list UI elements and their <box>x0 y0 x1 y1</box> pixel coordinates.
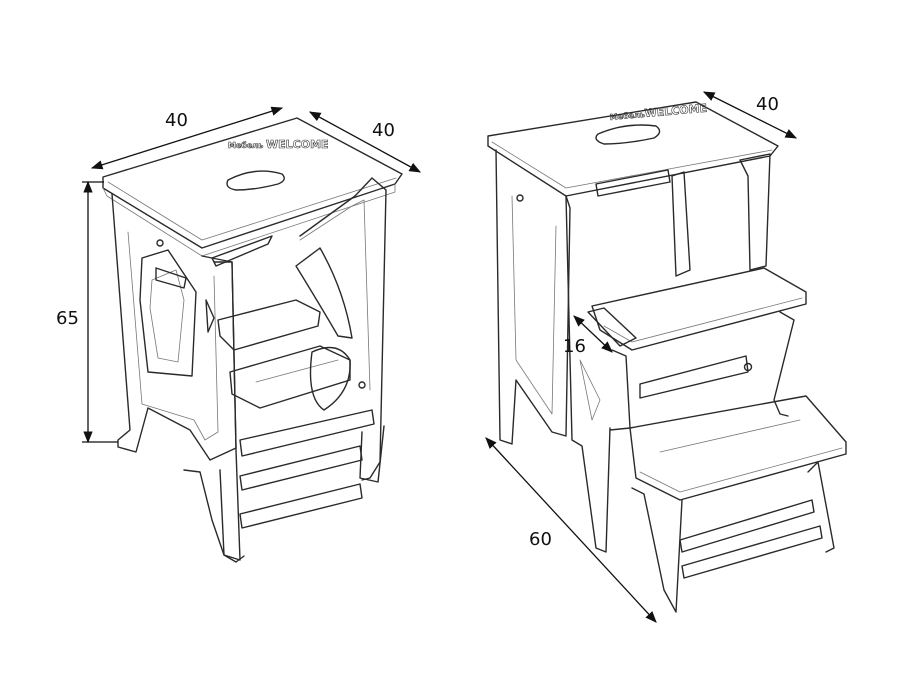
logo-right: Мебель WELCOME <box>609 101 708 122</box>
logo-prefix: Мебель <box>228 140 263 150</box>
dimension-ladder-step: 16 <box>563 315 613 357</box>
stool-depth-label: 40 <box>372 120 395 141</box>
ladder-depth-label: 40 <box>756 94 779 115</box>
logo-brand: WELCOME <box>644 102 707 120</box>
stool-drawing <box>102 117 403 563</box>
stool-width-label: 40 <box>165 110 188 131</box>
logo-prefix: Мебель <box>609 109 645 122</box>
dimension-stool-depth: 40 <box>308 111 422 173</box>
dimension-stool-width: 40 <box>90 106 284 170</box>
ladder-step-label: 16 <box>563 336 586 357</box>
dimension-ladder-length: 60 <box>485 437 657 623</box>
ladder-length-label: 60 <box>529 529 552 550</box>
stool-height-label: 65 <box>56 308 79 329</box>
dimension-ladder-depth: 40 <box>702 91 798 139</box>
dimension-stool-height: 65 <box>56 180 118 444</box>
logo-brand: WELCOME <box>266 138 329 151</box>
logo-left: Мебель WELCOME <box>228 138 329 152</box>
